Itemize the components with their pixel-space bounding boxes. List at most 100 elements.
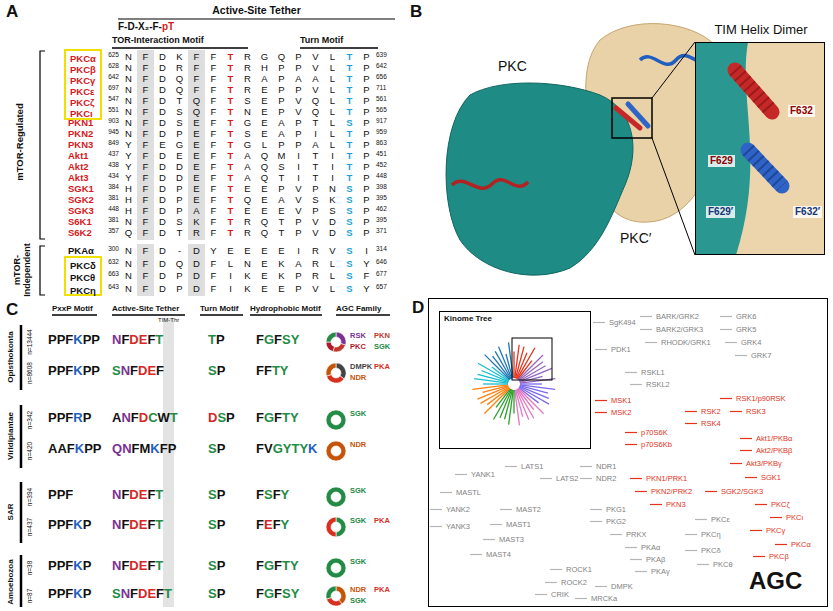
- residue-number: 642: [376, 62, 387, 69]
- residue-letter: P: [290, 63, 307, 74]
- residue-letter: F: [156, 363, 164, 378]
- kinase-name: Akt1: [68, 151, 89, 162]
- kinase-label: SGK2/SGK3: [721, 488, 763, 497]
- residue-letter: A: [57, 441, 66, 456]
- residue-letter: N: [120, 129, 137, 140]
- kinase-label: YANK3: [446, 523, 470, 532]
- kinase-label: PKAγ: [651, 568, 670, 577]
- kinase-label: Akt2/PKBβ: [756, 447, 792, 456]
- residue-letter: P: [358, 151, 375, 162]
- residue-number: 448: [376, 172, 387, 179]
- residue-letter: T: [282, 410, 290, 425]
- tree-branch: [705, 491, 717, 492]
- residue-letter: F: [121, 487, 129, 502]
- residue-letter: S: [171, 118, 188, 129]
- residue-letter: S: [341, 271, 358, 282]
- motif-name: Turn Motif: [300, 35, 343, 45]
- tree-branch: [730, 463, 742, 464]
- residue-letter: Y: [120, 151, 137, 162]
- family-label: NDR: [350, 586, 366, 595]
- residue-letter: F: [147, 558, 155, 573]
- residue-letter: V: [290, 206, 307, 217]
- residue-letter: Q: [256, 217, 273, 228]
- residue-letter: V: [290, 96, 307, 107]
- tree-branch: [775, 544, 787, 545]
- tree-branch: [745, 477, 757, 478]
- donut-segment: [326, 441, 346, 461]
- residue-letter: F: [205, 63, 222, 74]
- sequence-logo: SNFDEFT: [112, 587, 172, 602]
- kinase-label: MRCKa: [591, 595, 617, 604]
- residue-letter: F: [256, 586, 264, 601]
- tree-branch: [720, 398, 732, 399]
- sequence-logo: FVGYTYK: [256, 442, 317, 457]
- residue-letter: D: [154, 246, 171, 257]
- residue-letter: F: [274, 410, 282, 425]
- residue-letter: P: [83, 332, 92, 347]
- residue-letter: T: [341, 129, 358, 140]
- tree-branch: [595, 412, 607, 413]
- kinase-name: PKN3: [68, 140, 93, 151]
- residue-letter: P: [358, 217, 375, 228]
- tree-branch: [490, 524, 502, 525]
- residue-letter: F: [156, 586, 164, 601]
- residue-letter: L: [324, 259, 341, 270]
- residue-letter: T: [222, 140, 239, 151]
- residue-letter: L: [222, 259, 239, 270]
- residue-letter: D: [154, 259, 171, 270]
- residue-letter: F: [65, 363, 73, 378]
- residue-letter: T: [341, 173, 358, 184]
- residue-letter: Y: [120, 162, 137, 173]
- residue-letter: D: [154, 118, 171, 129]
- group-label: mTOR-Independent: [12, 241, 33, 299]
- residue-letter: P: [48, 363, 57, 378]
- residue-letter: P: [83, 586, 92, 601]
- kinome-branch: [519, 388, 539, 403]
- residue-letter: F: [65, 558, 73, 573]
- residue-letter: D: [129, 332, 138, 347]
- residue-letter: P: [57, 410, 66, 425]
- kinase-label: PKCγ: [766, 527, 785, 536]
- residue-letter: G: [239, 118, 256, 129]
- residue-letter: Q: [188, 107, 205, 118]
- residue-letter: V: [307, 284, 324, 295]
- residue-letter: C: [148, 410, 157, 425]
- residue-letter: P: [171, 284, 188, 295]
- residue-letter: Q: [171, 74, 188, 85]
- residue-letter: H: [120, 184, 137, 195]
- residue-letter: N: [120, 96, 137, 107]
- tree-branch: [540, 478, 552, 479]
- residue-letter: P: [358, 228, 375, 239]
- kinase-name: PKCγ: [70, 76, 95, 87]
- residue-letter: T: [155, 517, 163, 532]
- residue-letter: T: [273, 217, 290, 228]
- tree-branch: [500, 509, 512, 510]
- residue-letter: F: [273, 487, 281, 502]
- residue-letter: P: [290, 284, 307, 295]
- residue-letter: P: [84, 441, 93, 456]
- residue-letter: F: [65, 332, 73, 347]
- residue-letter: F: [130, 586, 138, 601]
- residue-letter: E: [139, 517, 148, 532]
- tree-branch: [580, 466, 592, 467]
- residue-letter: T: [222, 96, 239, 107]
- residue-letter: P: [358, 96, 375, 107]
- column-header: Hydrophobic Motif: [250, 304, 321, 313]
- residue-letter: D: [154, 228, 171, 239]
- sequence: YFDDEFTAQSITITP: [120, 162, 375, 173]
- sample-count: n=420: [26, 429, 33, 473]
- residue-letter: T: [341, 63, 358, 74]
- residue-letter: E: [139, 558, 148, 573]
- residue-letter: T: [222, 118, 239, 129]
- kinome-branch: [515, 390, 520, 426]
- residue-letter: F: [205, 217, 222, 228]
- residue-letter: F: [256, 332, 264, 347]
- kinase-label: MAST2: [516, 506, 541, 515]
- residue-letter: P: [217, 363, 226, 378]
- sequence-logo: SP: [208, 442, 225, 457]
- residue-letter: D: [154, 52, 171, 63]
- helix: [735, 70, 772, 112]
- residue-letter: P: [358, 162, 375, 173]
- residue-letter: T: [222, 63, 239, 74]
- residue-letter: S: [208, 586, 217, 601]
